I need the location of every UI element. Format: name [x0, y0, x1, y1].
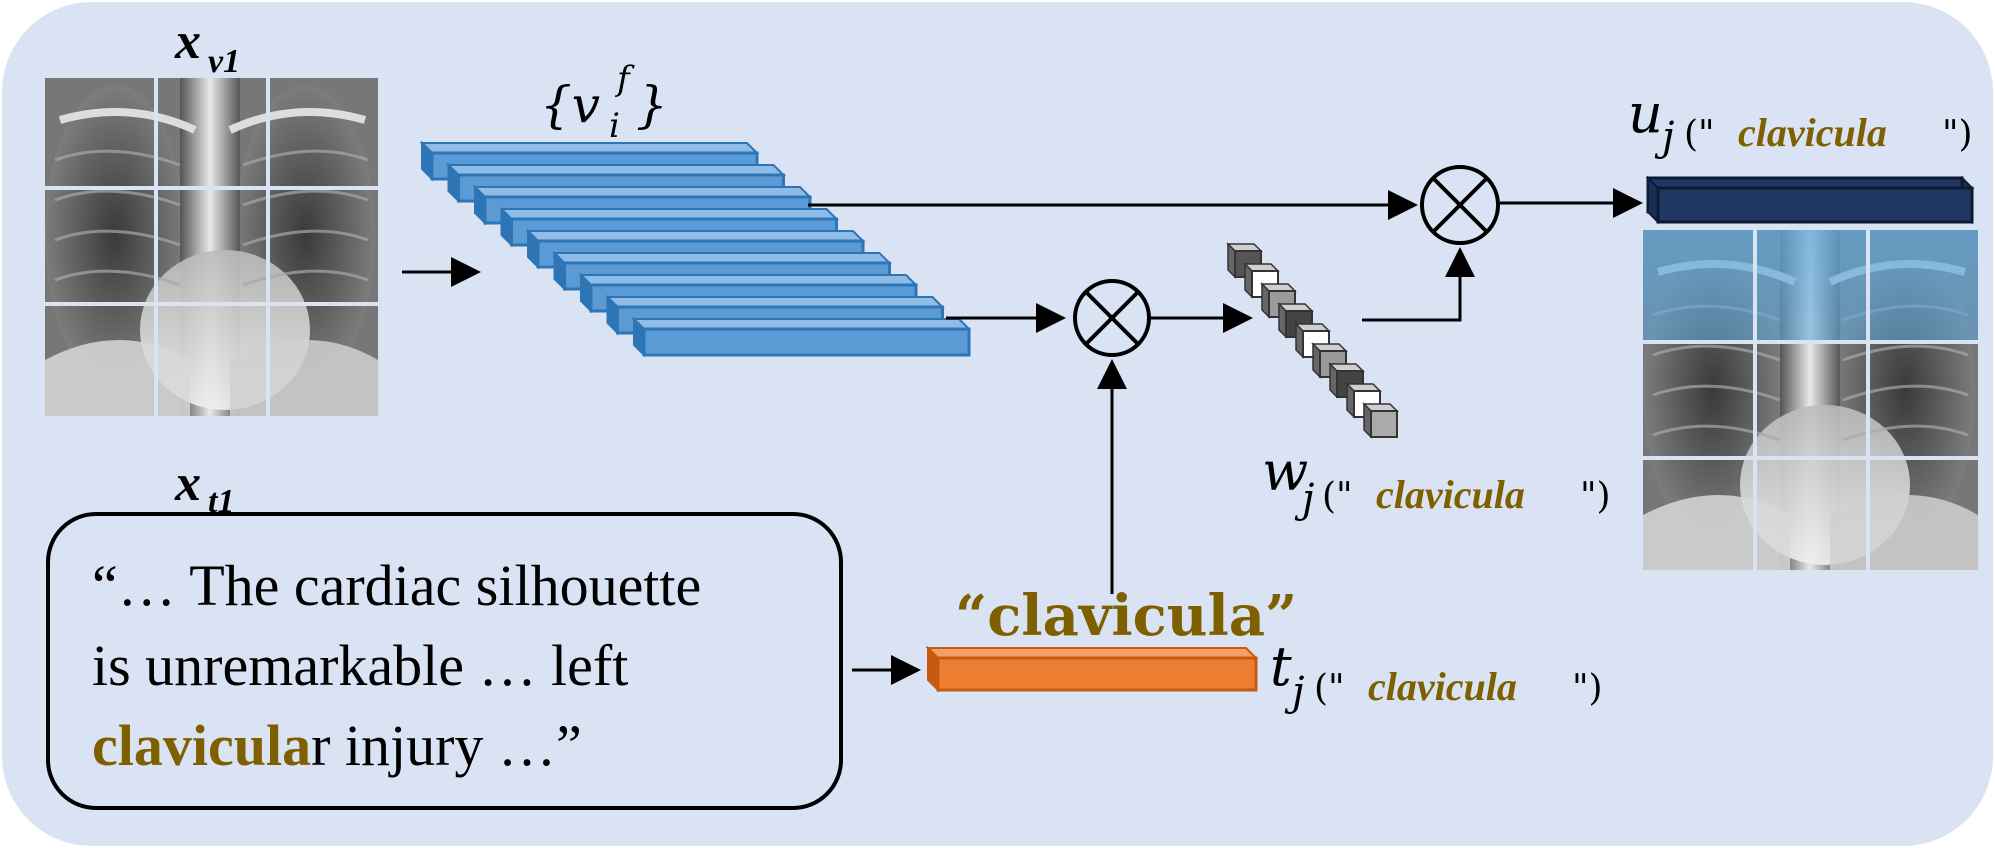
svg-text:t: t	[1270, 635, 1292, 698]
report-line-2: is unremarkable … left	[92, 633, 628, 698]
weight-cube	[1362, 402, 1399, 439]
svg-text:"): ")	[1580, 476, 1611, 517]
feature-bar	[631, 316, 972, 358]
multiply-operator-weights	[1073, 279, 1151, 357]
report-highlight-word: clavicula	[92, 713, 311, 778]
svg-text:(": ("	[1314, 668, 1345, 709]
attention-weights-cubes	[1226, 242, 1399, 439]
svg-text:clavicula: clavicula	[1376, 472, 1525, 517]
report-line-3: clavicular injury …”	[92, 713, 582, 778]
visual-features-subscript: i	[609, 106, 620, 146]
svg-text:u: u	[1628, 82, 1663, 145]
multiply-operator-output	[1420, 165, 1500, 245]
svg-text:"): ")	[1572, 668, 1603, 709]
svg-text:w: w	[1262, 440, 1308, 503]
text-embedding-bar	[925, 645, 1259, 693]
weights-label: w j (" clavicula ")	[1262, 440, 1611, 522]
input-xray-image	[45, 78, 378, 416]
visual-feature-stack	[419, 140, 972, 358]
report-text-box	[46, 512, 843, 810]
svg-text:"): ")	[1942, 114, 1973, 155]
text-input-label: x	[174, 455, 201, 512]
arrow-weights-to-top-multiply	[1362, 247, 1475, 322]
attention-highlight-region	[1643, 230, 1978, 340]
weighted-feature-label: u j (" clavicula ")	[1628, 82, 1973, 160]
token-word: “clavicula”	[955, 583, 1297, 649]
report-line-3-suffix: r injury …”	[311, 713, 582, 778]
text-embedding-label: t j (" clavicula ")	[1270, 635, 1603, 715]
svg-text:clavicula: clavicula	[1738, 110, 1887, 155]
svg-text:(": ("	[1684, 114, 1715, 155]
visual-features-label: {v	[540, 76, 600, 134]
svg-text:(": ("	[1322, 476, 1353, 517]
report-line-1: “… The cardiac silhouette	[92, 553, 701, 618]
visual-features-close: }	[636, 76, 668, 134]
image-input-label: x	[174, 13, 201, 70]
weighted-feature-bar	[1645, 175, 1975, 225]
output-xray-image	[1643, 230, 1978, 570]
image-input-subscript: v1	[208, 43, 240, 80]
svg-text:clavicula: clavicula	[1368, 664, 1517, 709]
